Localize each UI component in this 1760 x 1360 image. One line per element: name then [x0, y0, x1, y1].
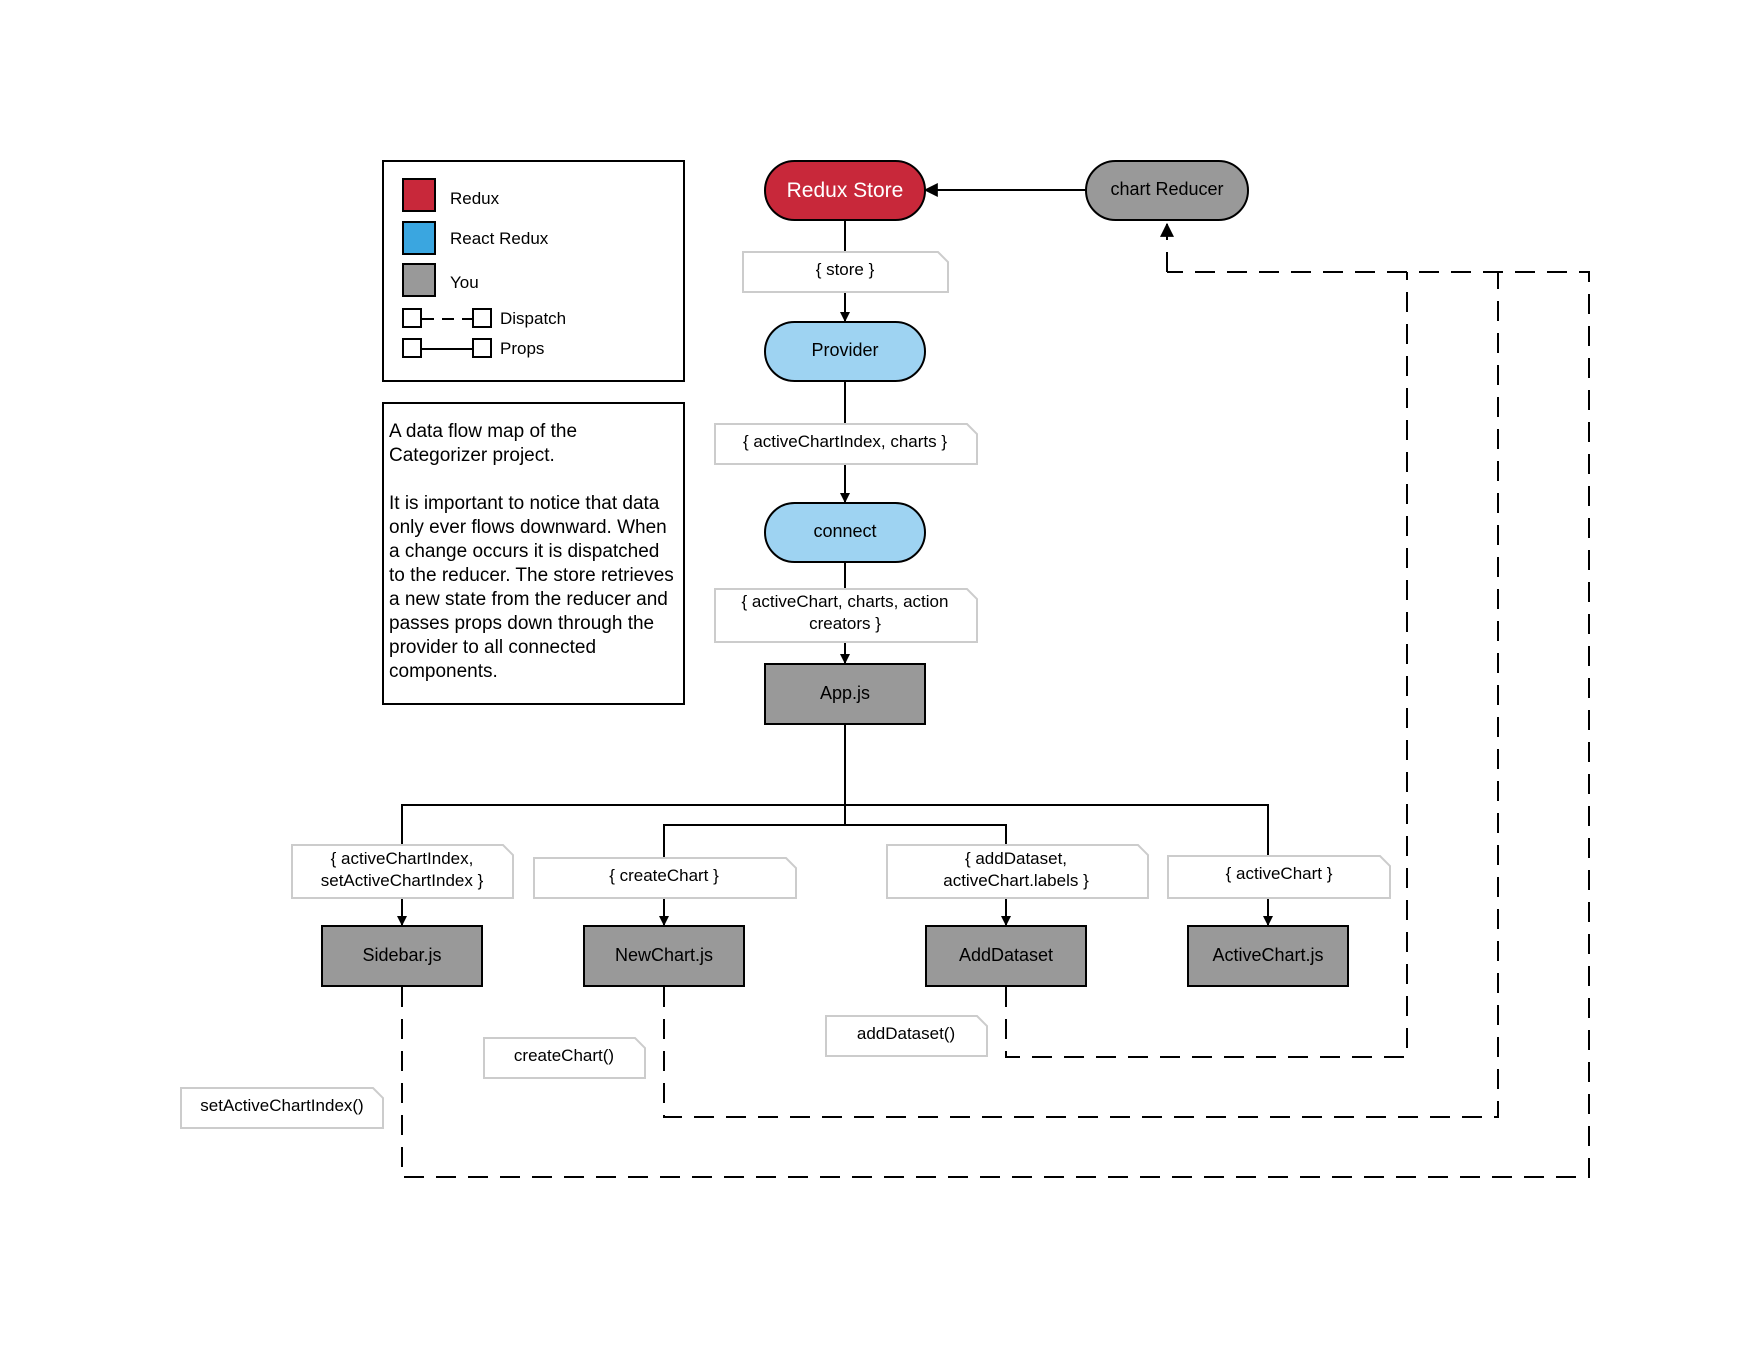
dispatch-start-box	[402, 308, 422, 328]
chart-reducer-label: chart Reducer	[1110, 179, 1223, 199]
dispatch-newchart	[663, 272, 1499, 1118]
dispatch-end-box	[472, 308, 492, 328]
dispatch-adddataset	[1005, 272, 1408, 1058]
note-adddataset-props: { addDataset, activeChart.labels }	[886, 844, 1149, 899]
react-redux-swatch	[402, 221, 436, 255]
note-add-dataset-dispatch: addDataset()	[825, 1015, 988, 1057]
legend-react-redux-label: React Redux	[450, 229, 549, 248]
dispatch-line-sample	[422, 318, 472, 320]
note-create-chart-dispatch: createChart()	[483, 1037, 646, 1079]
provider-node: Provider	[764, 321, 926, 382]
note-store-text: { store }	[816, 260, 875, 279]
note-adddataset-props-line1: { addDataset,	[965, 849, 1067, 868]
newchart-label: NewChart.js	[615, 945, 713, 965]
redux-swatch	[402, 178, 436, 212]
description-intro: A data flow map of the Categorizer proje…	[389, 421, 578, 466]
adddataset-label: AddDataset	[959, 945, 1053, 965]
legend-props-label: Props	[500, 339, 545, 358]
note-set-active-dispatch: setActiveChartIndex()	[180, 1087, 384, 1129]
note-provider-props-text: { activeChartIndex, charts }	[743, 432, 947, 451]
redux-store-label: Redux Store	[787, 179, 904, 202]
note-connect-props: { activeChart, charts, action creators }	[714, 588, 978, 643]
sidebar-node: Sidebar.js	[321, 925, 483, 987]
connect-label: connect	[813, 521, 876, 541]
legend-redux-label: Redux	[450, 189, 500, 208]
note-add-dataset-dispatch-text: addDataset()	[857, 1024, 955, 1043]
newchart-node: NewChart.js	[583, 925, 745, 987]
note-newchart-props-text: { createChart }	[609, 866, 719, 885]
note-adddataset-props-line2: activeChart.labels }	[943, 871, 1089, 890]
note-provider-props: { activeChartIndex, charts }	[714, 423, 978, 465]
activechart-node: ActiveChart.js	[1187, 925, 1349, 987]
note-store: { store }	[742, 251, 949, 293]
note-set-active-dispatch-text: setActiveChartIndex()	[200, 1096, 363, 1115]
note-activechart-props: { activeChart }	[1167, 855, 1391, 899]
adddataset-node: AddDataset	[925, 925, 1087, 987]
description-panel: A data flow map of the Categorizer proje…	[382, 402, 685, 705]
sidebar-label: Sidebar.js	[362, 945, 441, 965]
redux-store-node: Redux Store	[764, 160, 926, 221]
note-newchart-props: { createChart }	[533, 857, 797, 899]
note-sidebar-props: { activeChartIndex, setActiveChartIndex …	[291, 844, 514, 899]
note-create-chart-dispatch-text: createChart()	[514, 1046, 614, 1065]
legend-dispatch-label: Dispatch	[500, 309, 567, 328]
note-connect-props-line2: creators }	[809, 614, 881, 633]
props-start-box	[402, 338, 422, 358]
app-node: App.js	[764, 663, 926, 725]
note-connect-props-line1: { activeChart, charts, action	[742, 592, 949, 611]
props-end-box	[472, 338, 492, 358]
you-swatch	[402, 263, 436, 297]
note-sidebar-props-line1: { activeChartIndex,	[331, 849, 474, 868]
dispatch-sidebar	[401, 271, 1590, 1178]
provider-label: Provider	[811, 340, 878, 360]
description-body: It is important to notice that data only…	[389, 493, 674, 682]
app-label: App.js	[820, 683, 870, 703]
legend-you-label: You	[450, 273, 479, 292]
connect-node: connect	[764, 502, 926, 563]
note-sidebar-props-line2: setActiveChartIndex }	[321, 871, 484, 890]
chart-reducer-node: chart Reducer	[1085, 160, 1249, 221]
legend: Redux React Redux You Dispatch Props	[382, 160, 685, 382]
note-activechart-props-text: { activeChart }	[1226, 864, 1333, 883]
props-line-sample	[422, 348, 472, 350]
activechart-label: ActiveChart.js	[1212, 945, 1323, 965]
